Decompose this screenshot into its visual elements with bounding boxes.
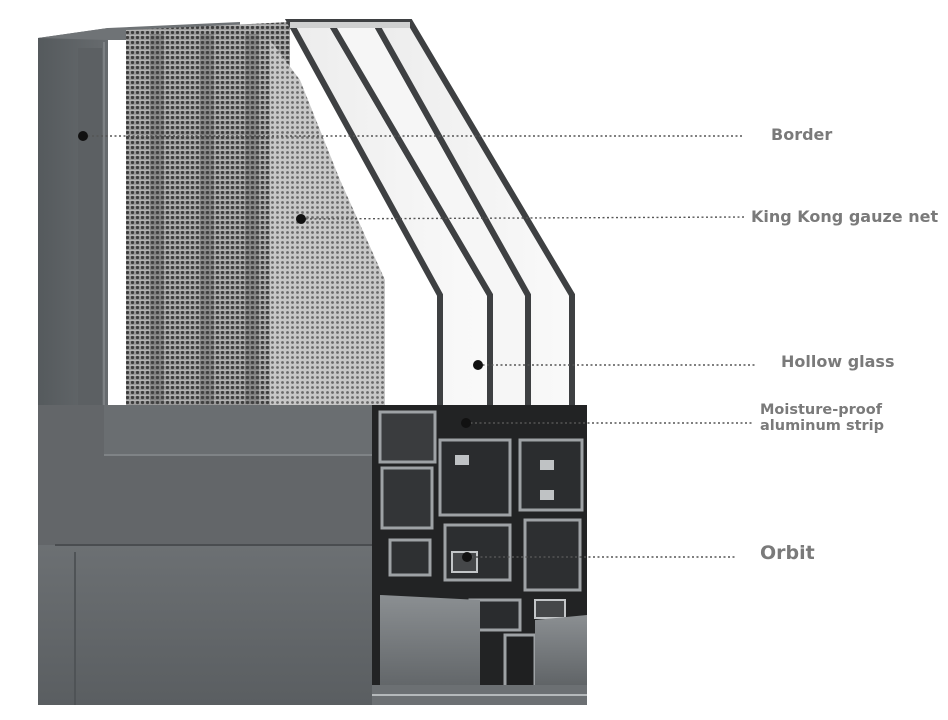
bullet-orbit-icon [462, 552, 472, 562]
gauze-net [126, 22, 385, 405]
bullet-border-icon [78, 131, 88, 141]
label-gauze-net: King Kong gauze net [751, 207, 939, 226]
label-border: Border [771, 125, 833, 144]
label-hollow-glass: Hollow glass [781, 352, 895, 371]
label-orbit: Orbit [760, 542, 815, 564]
orbit-profile [372, 405, 587, 705]
label-strip-line2: aluminum strip [760, 418, 885, 435]
callout-leaders [78, 131, 757, 562]
bullet-strip-icon [461, 418, 471, 428]
bullet-glass-icon [473, 360, 483, 370]
frame-border [38, 22, 380, 705]
bullet-gauze-icon [296, 214, 306, 224]
label-strip-line1: Moisture-proof [760, 402, 883, 418]
leader-gauze [300, 216, 746, 220]
label-aluminum-strip: Moisture-proof aluminum strip [760, 402, 884, 434]
